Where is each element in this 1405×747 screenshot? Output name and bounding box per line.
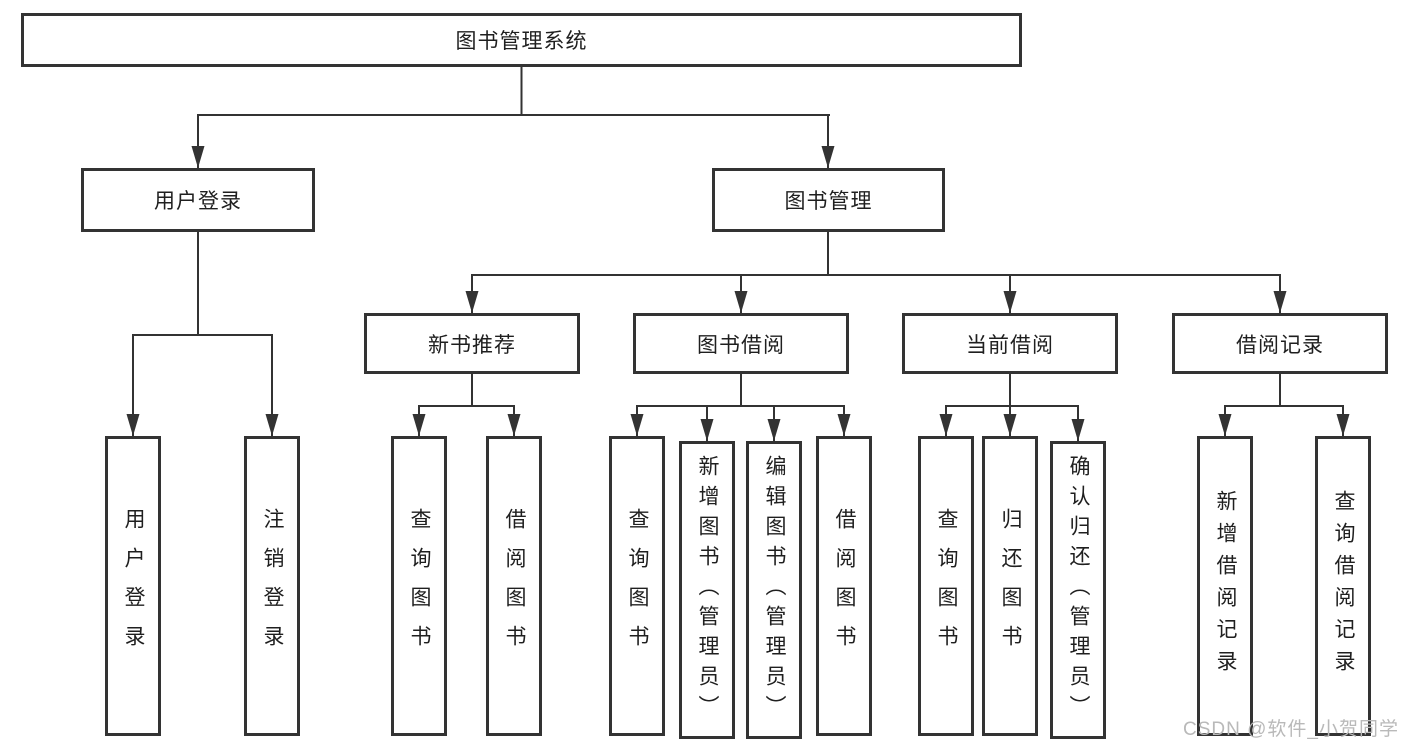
csdn-watermark: CSDN @软件_小贺同学	[1183, 719, 1399, 740]
node-book-borrow: 图书借阅	[633, 313, 849, 374]
leaf-query-books-borrow: 查询图书	[609, 436, 665, 736]
leaf-borrow-books: 借阅图书	[816, 436, 872, 736]
leaf-logout: 注销登录	[244, 436, 300, 736]
leaf-edit-books-admin: 编辑图书（管理员）	[746, 441, 802, 739]
node-book-management: 图书管理	[712, 168, 945, 232]
leaf-user-login: 用户登录	[105, 436, 161, 736]
node-root-system: 图书管理系统	[21, 13, 1022, 67]
leaf-confirm-return-admin: 确认归还（管理员）	[1050, 441, 1106, 739]
leaf-query-books-recommend: 查询图书	[391, 436, 447, 736]
node-current-borrow: 当前借阅	[902, 313, 1118, 374]
leaf-borrow-books-recommend: 借阅图书	[486, 436, 542, 736]
node-user-login: 用户登录	[81, 168, 315, 232]
leaf-query-borrow-record: 查询借阅记录	[1315, 436, 1371, 736]
leaf-return-books: 归还图书	[982, 436, 1038, 736]
leaf-add-books-admin: 新增图书（管理员）	[679, 441, 735, 739]
leaf-query-books-current: 查询图书	[918, 436, 974, 736]
leaf-add-borrow-record: 新增借阅记录	[1197, 436, 1253, 736]
node-borrow-records: 借阅记录	[1172, 313, 1388, 374]
node-new-book-recommend: 新书推荐	[364, 313, 580, 374]
